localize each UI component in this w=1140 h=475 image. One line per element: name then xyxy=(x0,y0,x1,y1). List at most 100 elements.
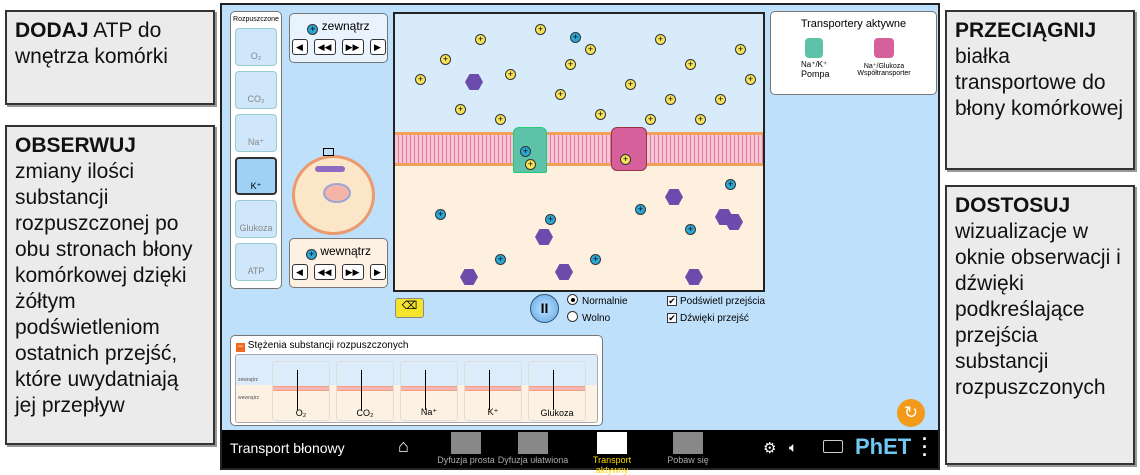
concentration-bar: K⁺ xyxy=(464,361,522,421)
solute-button[interactable]: ATP xyxy=(235,243,277,281)
solute-label: K⁺ xyxy=(250,181,262,191)
solute-label: O₂ xyxy=(250,51,262,61)
sodium-ion: + xyxy=(715,94,726,105)
speed-normal-radio[interactable]: Normalnie xyxy=(567,293,628,310)
remove-many-button[interactable]: ◀◀ xyxy=(313,264,336,280)
highlight-checkbox[interactable]: ✔Podświetl przejścia xyxy=(667,293,765,310)
screen-tab[interactable]: Dyfuzja ułatwiona xyxy=(497,432,569,465)
zoom-marker xyxy=(323,148,334,156)
na-glucose-cotransporter[interactable] xyxy=(611,127,647,171)
outside-label: zewnątrz xyxy=(321,19,370,33)
add-many-button[interactable]: ▶▶ xyxy=(341,264,364,280)
screen-thumbnail xyxy=(673,432,703,454)
pump-icon xyxy=(805,38,823,58)
potassium-ion: + xyxy=(590,254,601,265)
na-k-pump-source[interactable]: Na⁺/K⁺Pompa xyxy=(801,38,830,94)
cotransporter-label: Na⁺/Glukoza xyxy=(863,63,905,70)
screen-tab[interactable]: Transport aktywny xyxy=(576,432,648,475)
glucose-molecule xyxy=(665,189,683,205)
remove-one-button[interactable]: ◀ xyxy=(291,39,308,55)
sodium-ion: + xyxy=(665,94,676,105)
sodium-ion: + xyxy=(685,59,696,70)
concentrations-panel: − Stężenia substancji rozpuszczonych zew… xyxy=(230,335,603,426)
home-button[interactable]: ⌂ xyxy=(398,436,409,456)
checkmark-icon: ✔ xyxy=(667,296,677,306)
concentrations-title: Stężenia substancji rozpuszczonych xyxy=(247,340,409,351)
solute-button[interactable]: K⁺ xyxy=(235,157,277,195)
bar-label: CO₂ xyxy=(356,408,374,418)
callout-text: wizualizacje w oknie obserwacji i dźwięk… xyxy=(955,220,1121,399)
solute-button[interactable]: Glukoza xyxy=(235,200,277,238)
potassium-ion: + xyxy=(725,179,736,190)
k-ion-icon: + xyxy=(307,24,319,35)
transporter-toolbox: Transportery aktywne Na⁺/K⁺Pompa Na⁺/Glu… xyxy=(770,11,937,95)
screen-tab[interactable]: Pobaw się xyxy=(652,432,724,465)
sodium-ion: + xyxy=(565,59,576,70)
callout-bold: DODAJ xyxy=(15,19,89,42)
inside-label: wewnątrz xyxy=(320,244,372,258)
transporter-toolbox-title: Transportery aktywne xyxy=(800,18,907,30)
solute-button[interactable]: O₂ xyxy=(235,28,277,66)
callout-text: ATP do wnętrza komórki xyxy=(15,19,168,68)
menu-icon[interactable]: ··· xyxy=(922,429,928,465)
play-pause-button[interactable]: II xyxy=(530,294,559,323)
sodium-ion: + xyxy=(735,44,746,55)
concentration-bar: CO₂ xyxy=(336,361,394,421)
potassium-ion: + xyxy=(570,32,581,43)
sodium-ion: + xyxy=(535,24,546,35)
remove-one-button[interactable]: ◀ xyxy=(291,264,308,280)
callout-text: zmiany ilości substancji rozpuszczonej p… xyxy=(15,160,193,417)
callout-bold: PRZECIĄGNIJ xyxy=(955,19,1097,42)
sodium-ion: + xyxy=(495,114,506,125)
add-one-button[interactable]: ▶ xyxy=(369,264,386,280)
screen-thumbnail xyxy=(451,432,481,454)
reset-button[interactable]: ↻ xyxy=(897,399,925,427)
settings-icon[interactable]: ⚙ xyxy=(763,440,777,457)
remove-many-button[interactable]: ◀◀ xyxy=(313,39,336,55)
cell-membrane xyxy=(395,132,763,166)
potassium-ion: + xyxy=(435,209,446,220)
cotransporter-icon xyxy=(874,38,894,58)
radio-label: Normalnie xyxy=(582,296,628,307)
screen-tab[interactable]: Dyfuzja prosta xyxy=(430,432,502,465)
sodium-ion: + xyxy=(585,44,596,55)
sound-icon[interactable]: 🔈︎ xyxy=(789,439,798,455)
bar-label: K⁺ xyxy=(487,407,499,417)
sodium-ion: + xyxy=(655,34,666,45)
sim-title: Transport błonowy xyxy=(230,440,345,456)
potassium-ion: + xyxy=(520,146,531,157)
add-one-button[interactable]: ▶ xyxy=(369,39,386,55)
concentration-bar: O₂ xyxy=(272,361,330,421)
speed-slow-radio[interactable]: Wolno xyxy=(567,310,628,327)
sodium-ion: + xyxy=(455,104,466,115)
eraser-button[interactable]: ⌫ xyxy=(395,298,424,318)
solute-label: ATP xyxy=(247,266,265,276)
sounds-checkbox[interactable]: ✔Dźwięki przejść xyxy=(667,310,765,327)
keyboard-icon[interactable] xyxy=(823,440,843,453)
solute-button[interactable]: CO₂ xyxy=(235,71,277,109)
sodium-ion: + xyxy=(745,74,756,85)
inside-axis-label: wewnątrz xyxy=(238,395,260,401)
callout-drag: PRZECIĄGNIJ białka transportowe do błony… xyxy=(945,10,1135,170)
solute-button[interactable]: Na⁺ xyxy=(235,114,277,152)
add-many-button[interactable]: ▶▶ xyxy=(341,39,364,55)
sodium-ion: + xyxy=(555,89,566,100)
solute-label: Glukoza xyxy=(239,223,273,233)
pump-label: Na⁺/K⁺ xyxy=(801,60,828,69)
phet-logo[interactable]: PhET xyxy=(855,434,912,459)
concentration-bar: Na⁺ xyxy=(400,361,458,421)
sodium-ion: + xyxy=(695,114,706,125)
sodium-ion: + xyxy=(415,74,426,85)
radio-icon xyxy=(567,311,578,322)
solute-label: CO₂ xyxy=(247,94,265,104)
observation-window: +++++++++++++++++++++++++++++++ xyxy=(393,12,765,292)
screen-thumbnail xyxy=(597,432,627,454)
checkmark-icon: ✔ xyxy=(667,313,677,323)
sodium-ion: + xyxy=(595,109,606,120)
collapse-button[interactable]: − xyxy=(236,341,245,352)
concentration-bar: Glukoza xyxy=(528,361,586,421)
